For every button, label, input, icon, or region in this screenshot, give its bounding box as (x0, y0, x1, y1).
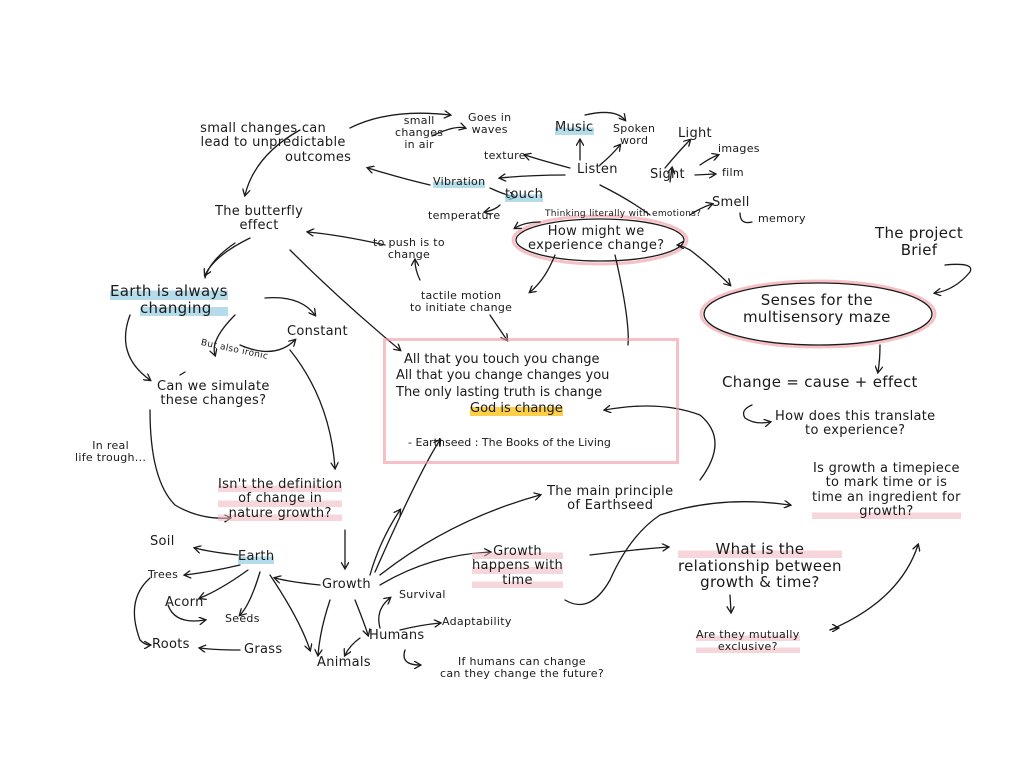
senses-ellipse (699, 279, 937, 349)
node-seeds: Seeds (225, 612, 260, 625)
node-music: Music (555, 120, 594, 136)
node-images: images (718, 142, 760, 155)
node-trees: Trees (148, 568, 179, 581)
node-thinking-literally: Thinking literally with emotions? (545, 209, 702, 219)
node-earth: Earth (238, 549, 275, 565)
node-roots: Roots (152, 637, 190, 652)
node-memory: memory (758, 212, 806, 225)
how-might-we-ellipse (511, 214, 689, 266)
node-light: Light (678, 126, 712, 141)
how-might-we-ellipse-ink (515, 218, 685, 262)
earthseed-quote-box (383, 338, 679, 464)
quote-line-1: All that you touch you change (404, 352, 600, 367)
node-touch: touch (505, 187, 544, 203)
node-change-eq: Change = cause + effect (722, 373, 918, 391)
node-growth: Growth (322, 577, 371, 592)
node-survival: Survival (399, 588, 446, 601)
node-adaptability: Adaptability (442, 615, 512, 628)
node-temperature: temperature (428, 209, 501, 222)
quote-line-3: The only lasting truth is change (396, 385, 603, 400)
node-animals: Animals (317, 655, 371, 670)
node-texture: texture (484, 149, 526, 162)
node-listen: Listen (577, 162, 618, 177)
node-constant: Constant (287, 324, 348, 339)
node-film: film (722, 166, 744, 179)
node-soil: Soil (150, 534, 175, 549)
node-smell: Smell (712, 195, 750, 210)
senses-ellipse-ink (703, 282, 933, 346)
node-humans: Humans (369, 628, 425, 643)
quote-line-4: God is change (470, 401, 563, 416)
node-sight: Sight (650, 167, 685, 182)
node-grass: Grass (244, 642, 283, 657)
quote-source: - Earthseed : The Books of the Living (408, 436, 611, 449)
node-acorn: Acorn (165, 595, 204, 610)
quote-line-2: All that you change changes you (396, 368, 610, 383)
node-vibration: Vibration (433, 175, 486, 189)
